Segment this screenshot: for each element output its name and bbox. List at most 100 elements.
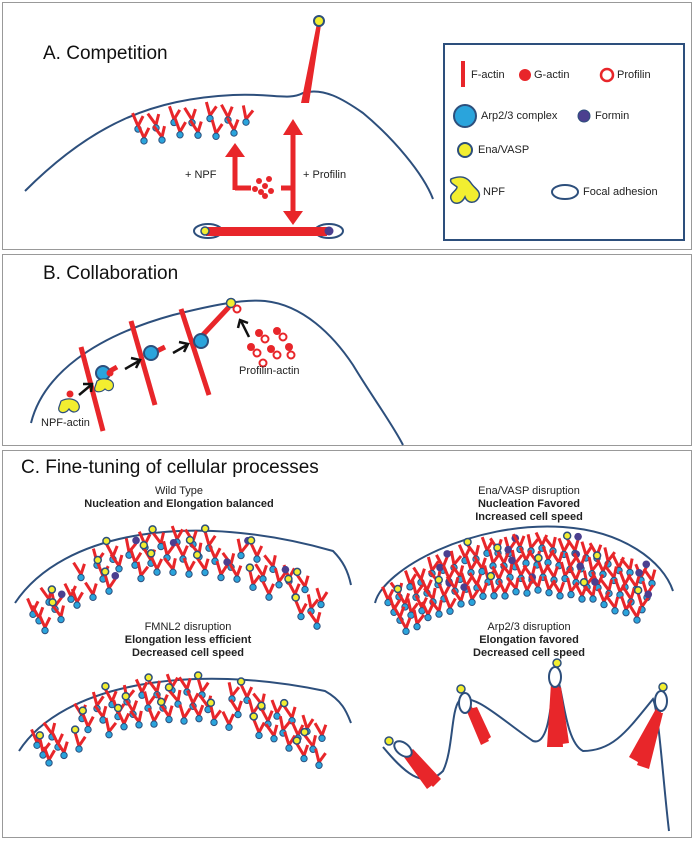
actin-filament — [628, 604, 639, 618]
ena-vasp-icon — [292, 736, 302, 745]
actin-filament — [147, 707, 156, 722]
ena-vasp-icon — [47, 585, 57, 594]
filopodium-bundle — [629, 707, 663, 769]
actin-filament — [264, 723, 276, 737]
actin-filament — [605, 595, 617, 609]
actin-filament — [225, 117, 236, 131]
arp23-icon — [105, 587, 113, 595]
actin-filament — [464, 575, 474, 588]
arp23-icon — [255, 731, 263, 740]
actin-filament — [155, 558, 164, 570]
actin-filament — [239, 683, 249, 698]
actin-filament — [257, 721, 266, 734]
arp23-icon — [273, 712, 281, 720]
actin-filament — [613, 578, 622, 593]
actin-filament — [506, 576, 518, 590]
actin-filament — [611, 554, 621, 569]
actin-filament — [443, 594, 452, 609]
actin-filament — [117, 554, 124, 567]
filopodia-arp23 — [384, 658, 668, 789]
actin-filament — [39, 586, 51, 600]
actin-filament — [409, 602, 419, 614]
actin-filament — [412, 566, 423, 581]
legend: F-actin G-actin Profilin Arp2/3 complex … — [443, 43, 685, 241]
legend-ena-vasp: Ena/VASP — [478, 144, 530, 156]
ena-vasp-icon — [192, 550, 202, 560]
actin-filament — [568, 566, 578, 581]
actin-filament — [53, 596, 63, 608]
ena-vasp-icon — [185, 535, 195, 545]
actin-filament — [425, 579, 433, 591]
ena-vasp-icon — [592, 551, 602, 560]
actin-filament — [595, 557, 605, 572]
competition-diagram — [24, 15, 434, 239]
arp23-icon — [150, 720, 158, 728]
arp23-icon — [217, 573, 225, 582]
membrane-ena-vasp — [374, 525, 674, 604]
fmnl2-caption: FMNL2 disruption Elongation less efficie… — [108, 621, 268, 660]
ena-vasp-icon — [48, 598, 57, 607]
membrane-fmnl2 — [18, 677, 352, 752]
actin-filament — [146, 112, 158, 126]
actin-filament — [191, 692, 200, 704]
actin-filament — [309, 598, 320, 610]
ena-vasp-icon — [101, 681, 110, 691]
ena-vasp-icon — [292, 567, 302, 577]
ena-vasp-icon — [313, 15, 325, 27]
formin-icon — [111, 572, 120, 580]
actin-filament — [55, 739, 66, 754]
actin-filament — [314, 748, 321, 763]
actin-filament — [187, 560, 196, 572]
f-actin-icon — [461, 61, 465, 87]
actin-filament — [175, 542, 185, 557]
actin-filament — [42, 746, 51, 761]
actin-filament — [136, 561, 143, 576]
wild-type-line1: Wild Type — [154, 485, 204, 497]
actin-filament — [601, 560, 610, 572]
ena-vasp-icon — [206, 698, 216, 708]
actin-filament — [143, 691, 150, 706]
actin-filament — [159, 704, 171, 718]
actin-filament — [414, 594, 424, 609]
actin-filament — [200, 681, 210, 693]
actin-filament — [404, 617, 412, 629]
actin-filament — [447, 567, 456, 580]
arp23-icon — [435, 610, 443, 618]
actin-filament — [566, 577, 573, 592]
actin-filament — [190, 702, 201, 717]
arp23-line1: Arp2/3 disruption — [487, 621, 571, 633]
actin-filament — [534, 531, 544, 546]
focal-adhesion-icon — [551, 184, 579, 200]
actin-filament — [650, 569, 657, 581]
actin-filament — [431, 587, 437, 600]
actin-filament — [116, 710, 126, 725]
actin-filament — [86, 715, 95, 728]
actin-filament — [204, 101, 212, 116]
focal-adhesion-icon — [654, 690, 668, 712]
fine-tuning-diagrams — [14, 524, 674, 832]
formin-icon — [574, 532, 582, 541]
arp23-icon — [534, 586, 542, 594]
actin-filament — [131, 112, 140, 127]
actin-filament — [480, 557, 487, 569]
actin-filament — [226, 106, 234, 118]
ena-vasp-icon — [384, 736, 394, 746]
actin-filament — [528, 574, 540, 588]
actin-filament — [503, 582, 511, 594]
legend-npf: NPF — [483, 186, 505, 198]
actin-filament — [227, 681, 234, 697]
panel-b-title: B. Collaboration — [43, 263, 179, 284]
actin-filament — [195, 557, 207, 571]
actin-filament — [474, 580, 485, 594]
actin-filament — [149, 555, 159, 570]
actin-filament — [186, 689, 195, 704]
actin-filament — [107, 577, 117, 589]
actin-filament — [319, 591, 329, 603]
network-fmnl2 — [30, 671, 328, 769]
arp23-caption: Arp2/3 disruption Elongation favored Dec… — [449, 621, 609, 660]
actin-filament — [175, 528, 184, 540]
actin-filament — [408, 573, 418, 585]
actin-filament — [469, 559, 479, 571]
arp23-icon — [115, 565, 123, 573]
arp23-icon — [57, 615, 65, 624]
